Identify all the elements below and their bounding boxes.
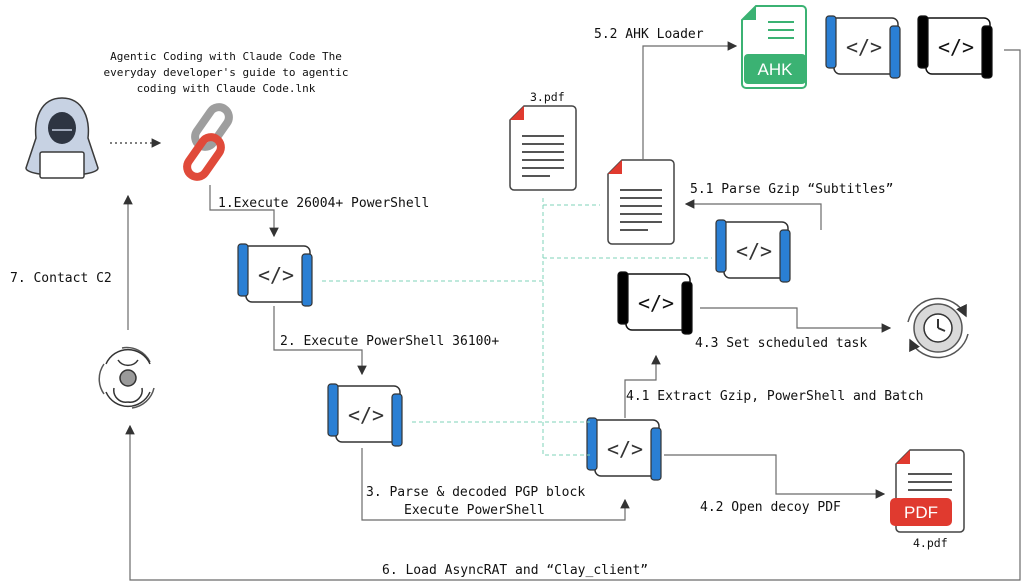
powershell-script-a: </> xyxy=(237,243,313,307)
biohazard-icon xyxy=(98,346,155,409)
code-glyph: </> xyxy=(258,263,294,287)
step43-label: 4.3 Set scheduled task xyxy=(695,336,867,351)
step2-label: 2. Execute PowerShell 36100+ xyxy=(280,334,499,349)
powershell-script-b: </> xyxy=(327,383,403,447)
powershell-script-ahk-blue: </> xyxy=(825,15,901,79)
ahk-badge-text: AHK xyxy=(758,60,794,79)
step3-label-line1: 3. Parse & decoded PGP block xyxy=(366,485,585,500)
powershell-script-c: </> xyxy=(586,417,662,481)
step6-label: 6. Load AsyncRAT and “Clay_client” xyxy=(382,563,648,578)
lnk-title-line-3: coding with Claude Code.lnk xyxy=(137,82,316,95)
pdf-badge-text: PDF xyxy=(904,503,938,522)
lnk-title-line-1: Agentic Coding with Claude Code The xyxy=(110,50,342,63)
step42-label: 4.2 Open decoy PDF xyxy=(700,500,841,515)
step51-label: 5.1 Parse Gzip “Subtitles” xyxy=(690,182,894,197)
pdf3-document-icon xyxy=(509,105,577,191)
code-glyph: </> xyxy=(736,239,772,263)
pdf4-label: 4.pdf xyxy=(913,536,948,550)
scheduled-task-icon xyxy=(907,297,969,359)
step52-label: 5.2 AHK Loader xyxy=(594,27,704,42)
code-glyph: </> xyxy=(938,35,974,59)
step7-label: 7. Contact C2 xyxy=(10,271,112,286)
ahk-file-icon: AHK xyxy=(741,5,807,89)
hacker-icon xyxy=(25,97,99,179)
code-glyph: </> xyxy=(846,35,882,59)
pdf3-label: 3.pdf xyxy=(530,90,565,104)
batch-script-black: </> xyxy=(617,271,693,335)
code-glyph: </> xyxy=(638,291,674,315)
pdf4-document-icon: PDF xyxy=(890,449,965,533)
step1-label: 1.Execute 26004+ PowerShell xyxy=(218,196,429,211)
step41-label: 4.1 Extract Gzip, PowerShell and Batch xyxy=(626,389,923,404)
lnk-title-line-2: everyday developer's guide to agentic xyxy=(103,66,348,79)
powershell-script-d: </> xyxy=(715,219,791,283)
step3-label-line2: Execute PowerShell xyxy=(404,503,545,518)
chain-link-icon xyxy=(183,103,233,181)
code-glyph: </> xyxy=(348,403,384,427)
powershell-script-ahk-black: </> xyxy=(917,15,993,79)
subtitles-document-icon xyxy=(607,159,675,245)
code-glyph: </> xyxy=(607,437,643,461)
